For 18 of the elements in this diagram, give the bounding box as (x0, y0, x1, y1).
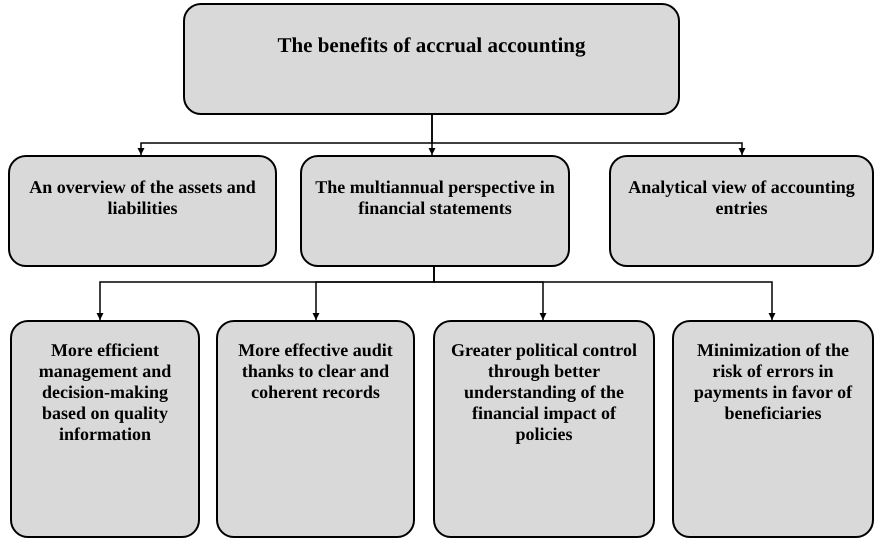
rounded-box (216, 320, 415, 538)
box-text: Minimization of the risk of errors in payments in favor of beneficiaries (692, 340, 854, 424)
arrow (433, 267, 776, 320)
box-text: More effective audit thanks to clear and coherent records (237, 340, 394, 403)
box-text: An overview of the assets and liabilities (28, 177, 257, 219)
rounded-box (672, 320, 874, 538)
rounded-box (300, 155, 570, 267)
box-text: Analytical view of accounting entries (627, 177, 856, 219)
rounded-box (609, 155, 874, 267)
title-box (183, 3, 680, 115)
rounded-box (8, 155, 277, 267)
box-text: Greater political control through better understanding of the financial impact of policies (450, 340, 638, 445)
rounded-box (433, 320, 655, 538)
box-text: The benefits of accrual accounting (278, 35, 586, 56)
rounded-box (10, 320, 200, 538)
box-text: More efficient management and decision-making based on quality information (38, 340, 172, 445)
box-text: The multiannual perspective in financial statements (314, 177, 556, 219)
arrow (431, 115, 746, 155)
